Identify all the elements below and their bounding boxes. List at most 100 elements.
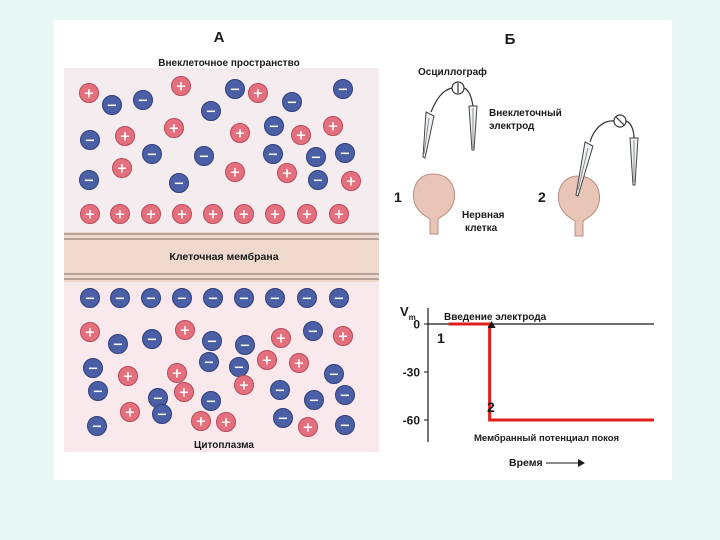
ion-sign: − [84, 174, 95, 189]
negative-ion-icon: − [264, 116, 284, 136]
positive-ion-icon: + [341, 171, 361, 191]
ion-sign: − [311, 151, 322, 166]
negative-ion-icon: − [202, 331, 222, 351]
y-tick-label: 0 [413, 318, 420, 332]
setup-1: 1 Внеклеточный электрод Нервная клетка [394, 81, 562, 235]
ion-sign: − [147, 148, 158, 163]
ion-sign: − [329, 368, 340, 383]
ion-sign: + [123, 370, 134, 385]
resting-potential-label: Мембранный потенциал покоя [474, 433, 619, 444]
negative-ion-icon: − [235, 335, 255, 355]
ion-sign: + [221, 416, 232, 431]
ion-sign: + [239, 208, 250, 223]
negative-ion-icon: − [333, 79, 353, 99]
positive-ion-icon: + [230, 123, 250, 143]
ion-sign: + [84, 87, 95, 102]
nerve-cell-2-icon [557, 175, 601, 237]
intracellular-electrode-1-icon [422, 111, 435, 159]
ion-sign: + [176, 80, 187, 95]
positive-ion-icon: + [323, 116, 343, 136]
ion-sign: + [276, 332, 287, 347]
electrode-wire [430, 87, 453, 113]
negative-ion-icon: − [172, 288, 192, 308]
positive-ion-icon: + [271, 328, 291, 348]
positive-ion-icon: + [216, 412, 236, 432]
negative-ion-icon: − [203, 288, 223, 308]
extracellular-electrode-label: Внеклеточный [489, 108, 562, 119]
ion-sign: − [107, 99, 118, 114]
positive-ion-icon: + [298, 417, 318, 437]
y-axis-label: Vm [400, 304, 416, 322]
y-axis-label-sub: m [409, 313, 416, 322]
phase-1-label: 1 [437, 330, 445, 346]
ion-sign: − [287, 96, 298, 111]
positive-ion-icon: + [110, 204, 130, 224]
negative-ion-icon: − [335, 143, 355, 163]
ion-sign: + [296, 129, 307, 144]
nerve-cell-label: клетка [465, 223, 498, 234]
positive-ion-icon: + [191, 411, 211, 431]
ion-sign: − [270, 292, 281, 307]
negative-ion-icon: − [80, 288, 100, 308]
negative-ion-icon: − [79, 170, 99, 190]
negative-ion-icon: − [194, 146, 214, 166]
ion-sign: − [340, 389, 351, 404]
negative-ion-icon: − [152, 404, 172, 424]
ion-sign: − [278, 412, 289, 427]
positive-ion-icon: + [333, 326, 353, 346]
ion-sign: + [346, 175, 357, 190]
ion-sign: − [340, 419, 351, 434]
potential-trace [448, 322, 654, 422]
positive-ion-icon: + [174, 382, 194, 402]
negative-ion-icon: − [201, 391, 221, 411]
negative-ion-icon: − [329, 288, 349, 308]
ion-sign: + [146, 208, 157, 223]
negative-ion-icon: − [201, 101, 221, 121]
panel-a: А Внеклеточное пространство Клеточная ме… [64, 29, 379, 452]
phase-2-label: 2 [487, 399, 495, 415]
ion-sign: − [338, 83, 349, 98]
negative-ion-icon: − [110, 288, 130, 308]
ion-sign: + [117, 162, 128, 177]
negative-ion-icon: − [265, 288, 285, 308]
nerve-cell-label: Нервная [462, 210, 505, 221]
ion-sign: − [240, 339, 251, 354]
positive-ion-icon: + [171, 76, 191, 96]
positive-ion-icon: + [277, 163, 297, 183]
positive-ion-icon: + [118, 366, 138, 386]
positive-ion-icon: + [80, 204, 100, 224]
ion-sign: − [309, 394, 320, 409]
ion-sign: + [180, 324, 191, 339]
ion-sign: − [230, 83, 241, 98]
electrode-wire [463, 87, 474, 107]
ion-sign: − [85, 292, 96, 307]
negative-ion-icon: − [273, 408, 293, 428]
panel-a-letter: А [214, 29, 225, 46]
negative-ion-icon: − [308, 170, 328, 190]
negative-ion-icon: − [141, 288, 161, 308]
ion-sign: − [85, 134, 96, 149]
positive-ion-icon: + [234, 375, 254, 395]
positive-ion-icon: + [167, 363, 187, 383]
ion-sign: − [147, 333, 158, 348]
negative-ion-icon: − [142, 144, 162, 164]
extracellular-electrode-1-icon [468, 105, 478, 151]
ion-sign: − [174, 177, 185, 192]
negative-ion-icon: − [335, 385, 355, 405]
ion-sign: − [208, 292, 219, 307]
positive-ion-icon: + [297, 204, 317, 224]
negative-ion-icon: − [306, 147, 326, 167]
ion-sign: + [338, 330, 349, 345]
negative-ion-icon: − [270, 380, 290, 400]
negative-ion-icon: − [87, 416, 107, 436]
negative-ion-icon: − [148, 388, 168, 408]
ion-sign: − [113, 338, 124, 353]
ion-sign: − [234, 361, 245, 376]
ion-sign: − [88, 362, 99, 377]
positive-ion-icon: + [141, 204, 161, 224]
negative-ion-icon: − [282, 92, 302, 112]
ion-sign: − [206, 105, 217, 120]
negative-ion-icon: − [229, 357, 249, 377]
ion-sign: + [196, 415, 207, 430]
